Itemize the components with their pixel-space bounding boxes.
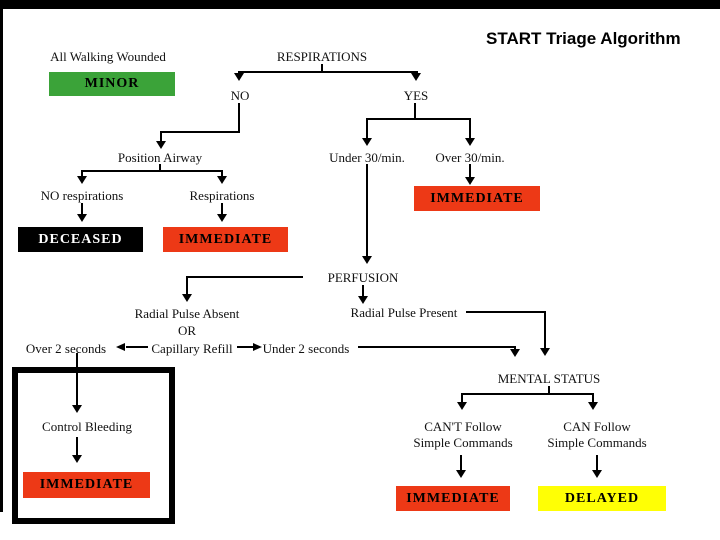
edge-cap-right xyxy=(237,346,253,348)
node-yes: YES xyxy=(403,88,429,103)
arrow-to-cant-follow-icon xyxy=(457,402,467,410)
node-no: NO xyxy=(230,88,250,103)
node-or: OR xyxy=(177,323,197,338)
arrow-to-immediate-bleeding-icon xyxy=(72,455,82,463)
edge-under2-drop xyxy=(514,346,516,351)
edge-respirations-split xyxy=(238,71,418,73)
node-immediate-bleeding-box: IMMEDIATE xyxy=(23,472,150,498)
can-follow-line1: CAN Follow xyxy=(563,419,631,434)
node-all-walking-wounded: All Walking Wounded xyxy=(50,49,166,64)
arrow-to-yes-icon xyxy=(411,73,421,81)
can-follow-line2: Simple Commands xyxy=(547,435,647,450)
cant-follow-line2: Simple Commands xyxy=(413,435,513,450)
arrow-to-radial-present-icon xyxy=(358,296,368,304)
arrow-to-control-bleeding-icon xyxy=(72,405,82,413)
edge-no-left xyxy=(160,131,240,133)
node-mental-status: MENTAL STATUS xyxy=(497,371,601,386)
node-under-2-seconds: Under 2 seconds xyxy=(262,341,350,356)
node-radial-pulse-absent: Radial Pulse Absent xyxy=(134,306,240,321)
arrow-to-no-icon xyxy=(234,73,244,81)
edge-perfusion-left xyxy=(186,276,303,278)
arrow-to-immediate-airway-icon xyxy=(217,214,227,222)
edge-yes-split xyxy=(366,118,471,120)
node-perfusion: PERFUSION xyxy=(327,270,399,285)
edge-under2-right xyxy=(358,346,516,348)
arrow-to-immediate-rate-icon xyxy=(465,177,475,185)
node-capillary-refill: Capillary Refill xyxy=(151,341,233,356)
node-respirations: RESPIRATIONS xyxy=(276,49,368,64)
node-no-respirations: NO respirations xyxy=(40,188,124,203)
edge-mental-right-drop xyxy=(592,393,594,404)
edge-mental-stem xyxy=(548,386,550,395)
arrow-to-respirations-present-icon xyxy=(217,176,227,184)
node-under-30-min: Under 30/min. xyxy=(329,150,405,165)
arrow-to-position-airway-icon xyxy=(156,141,166,149)
edge-airway-right-drop xyxy=(221,170,223,178)
arrow-to-immediate-mental-icon xyxy=(456,470,466,478)
arrow-to-under2-icon xyxy=(253,343,262,351)
node-deceased-box: DECEASED xyxy=(18,227,143,252)
node-respirations-present: Respirations xyxy=(189,188,255,203)
arrow-to-delayed-icon xyxy=(592,470,602,478)
left-black-edge xyxy=(0,9,3,512)
arrow-to-perfusion-icon xyxy=(362,256,372,264)
edge-under30-down xyxy=(366,164,368,257)
edge-airway-stem xyxy=(159,164,161,172)
node-radial-pulse-present: Radial Pulse Present xyxy=(350,305,458,320)
arrow-to-over2-icon xyxy=(116,343,125,351)
arrow-to-no-respirations-icon xyxy=(77,176,87,184)
edge-over2-down xyxy=(76,353,78,406)
node-immediate-airway-box: IMMEDIATE xyxy=(163,227,288,252)
node-delayed-box: DELAYED xyxy=(538,486,666,511)
arrow-to-radial-absent-icon xyxy=(182,294,192,302)
edge-respirations-stem xyxy=(321,64,323,72)
top-black-bar xyxy=(0,0,720,9)
edge-bleeding-down xyxy=(76,437,78,456)
edge-mental-split xyxy=(461,393,594,395)
node-immediate-rate-box: IMMEDIATE xyxy=(414,186,540,211)
edge-to-immediate-airway xyxy=(221,203,223,216)
node-over-2-seconds: Over 2 seconds xyxy=(25,341,107,356)
edge-no-drop xyxy=(160,131,162,143)
edge-no-down xyxy=(238,103,240,133)
node-immediate-mental-box: IMMEDIATE xyxy=(396,486,510,511)
node-control-bleeding: Control Bleeding xyxy=(42,419,132,434)
arrow-under2-to-mental-icon xyxy=(510,349,520,357)
arrow-to-under30-icon xyxy=(362,138,372,146)
cant-follow-line1: CAN'T Follow xyxy=(424,419,502,434)
highlight-box-control-bleeding xyxy=(12,367,175,524)
node-cant-follow: CAN'T Follow Simple Commands xyxy=(383,419,543,451)
edge-yes-stem xyxy=(414,103,416,120)
edge-perfusion-stem xyxy=(362,285,364,296)
arrow-to-deceased-icon xyxy=(77,214,87,222)
edge-airway-split xyxy=(81,170,223,172)
node-can-follow: CAN Follow Simple Commands xyxy=(517,419,677,451)
arrow-to-can-follow-icon xyxy=(588,402,598,410)
edge-rpp-drop xyxy=(544,311,546,349)
edge-over30-down xyxy=(469,164,471,178)
edge-mental-left-drop xyxy=(461,393,463,404)
edge-yes-right-drop xyxy=(469,118,471,140)
page-title: START Triage Algorithm xyxy=(486,29,681,48)
edge-cap-left xyxy=(126,346,148,348)
arrow-rpp-to-mental-icon xyxy=(540,348,550,356)
edge-airway-left-drop xyxy=(81,170,83,178)
edge-to-deceased xyxy=(81,203,83,216)
arrow-to-over30-icon xyxy=(465,138,475,146)
edge-yes-left-drop xyxy=(366,118,368,140)
edge-can-down xyxy=(596,455,598,471)
edge-rpp-right xyxy=(466,311,546,313)
node-position-airway: Position Airway xyxy=(117,150,203,165)
edge-cant-down xyxy=(460,455,462,471)
node-minor-box: MINOR xyxy=(49,72,175,96)
edge-perfusion-left-drop xyxy=(186,276,188,294)
node-over-30-min: Over 30/min. xyxy=(435,150,505,165)
